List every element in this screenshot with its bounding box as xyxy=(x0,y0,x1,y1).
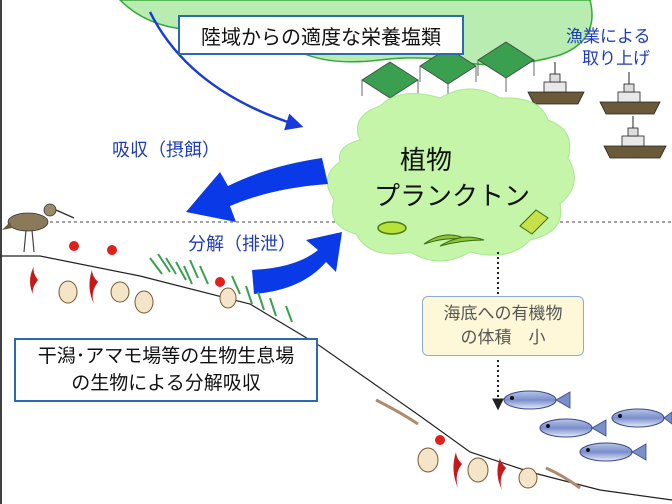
nutrient-label: 陸域からの適度な栄養塩類 xyxy=(178,15,464,55)
seabed-text-line2: の体積 小 xyxy=(460,328,546,348)
seabed-text-line1: 海底への有機物 xyxy=(443,304,563,324)
decomposition-arrow xyxy=(252,232,342,294)
seabed-organic-label: 海底への有機物 の体積 小 xyxy=(422,296,584,356)
fish xyxy=(539,418,607,438)
aquaculture-nets xyxy=(361,41,535,112)
tidal-text-line1: 干潟･アマモ場等の生物生息場 xyxy=(37,345,295,367)
fish xyxy=(579,442,647,462)
fish xyxy=(611,408,672,428)
shorebird xyxy=(2,203,75,253)
nutrient-text: 陸域からの適度な栄養塩類 xyxy=(201,24,441,49)
plankton-label-line2: プランクトン xyxy=(374,182,531,212)
plankton-cloud xyxy=(326,88,575,262)
deep-sea-organisms xyxy=(375,398,581,490)
seabed-line xyxy=(0,255,672,501)
tidal-flat-organisms xyxy=(30,241,293,323)
decomposition-label: 分解（排泄） xyxy=(188,234,296,255)
fishing-boat xyxy=(599,72,661,115)
tidal-text-line2: の生物による分解吸収 xyxy=(71,372,261,394)
fishing-boat xyxy=(603,116,667,159)
plankton-label-line1: 植物 xyxy=(400,146,453,176)
fishing-boat xyxy=(527,62,585,105)
plankton-organisms xyxy=(377,209,549,247)
absorption-label: 吸収（摂餌） xyxy=(112,140,220,161)
fishery-label-line1: 漁業による xyxy=(566,27,651,47)
fishery-label-line2: 取り上げ xyxy=(582,49,650,69)
tidal-flat-label: 干潟･アマモ場等の生物生息場 の生物による分解吸収 xyxy=(14,338,318,402)
absorption-arrow xyxy=(186,158,328,222)
fish xyxy=(503,390,571,410)
nutrient-inflow-arrow xyxy=(148,11,304,131)
